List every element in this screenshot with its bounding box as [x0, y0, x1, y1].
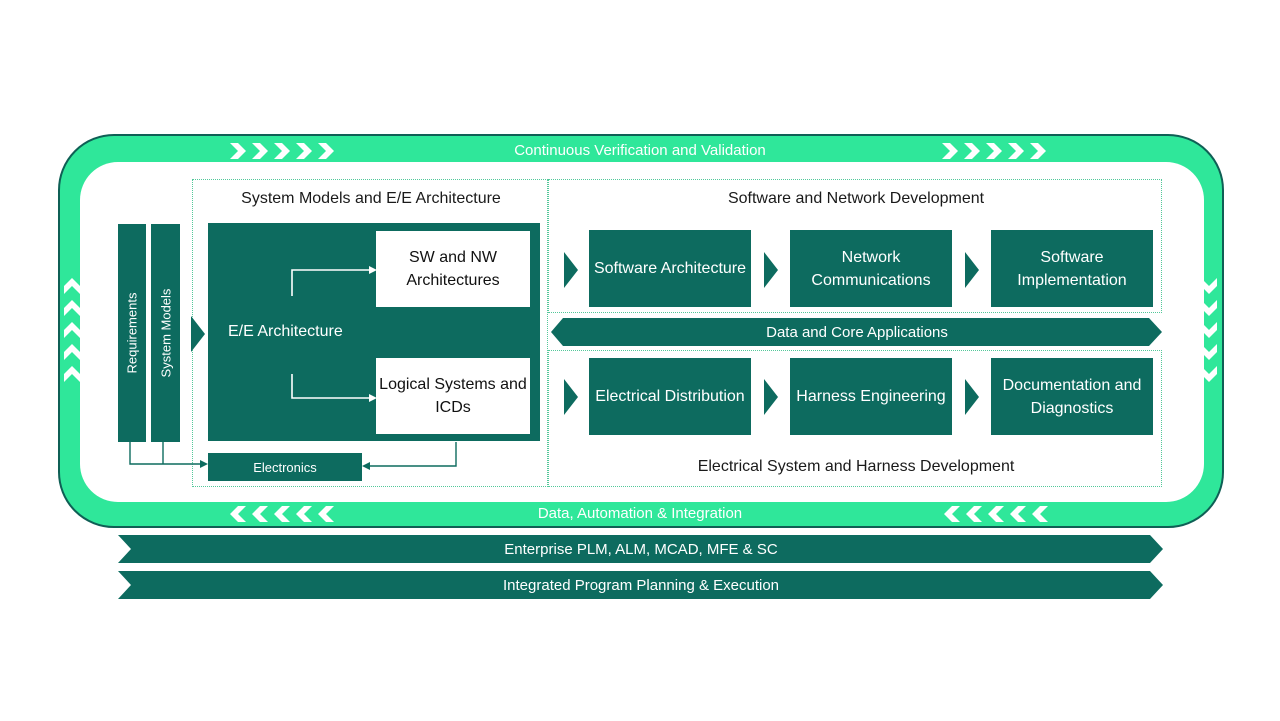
arrow-right-icon	[564, 379, 578, 415]
chevrons-top-left-icon	[230, 143, 334, 159]
network-communications-label: Network Communications	[811, 248, 931, 289]
program-bar-shape	[118, 571, 1163, 599]
band-top-label: Continuous Verification and Validation	[514, 142, 766, 159]
ee-connector-arrows-icon	[291, 266, 377, 402]
arrow-right-icon	[191, 316, 205, 352]
section-electrical-harness-box	[548, 350, 1162, 487]
ee-architecture-label: E/E Architecture	[228, 323, 343, 340]
arrow-right-icon	[564, 252, 578, 288]
software-implementation-label: Software Implementation	[1017, 248, 1127, 289]
sw-nw-architectures-box: SW and NW Architectures	[376, 231, 530, 307]
software-architecture-label: Software Architecture	[593, 260, 747, 277]
chevrons-right-side-icon	[1201, 278, 1217, 382]
chevrons-bottom-left-icon	[230, 506, 334, 522]
software-implementation-box: Software Implementation	[991, 230, 1153, 307]
band-bottom-label: Data, Automation & Integration	[537, 505, 743, 522]
network-communications-box: Network Communications	[790, 230, 952, 307]
electrical-distribution-label: Electrical Distribution	[595, 388, 745, 405]
documentation-diagnostics-label: Documentation and Diagnostics	[1002, 376, 1142, 417]
chevrons-bottom-right-icon	[944, 506, 1048, 522]
logical-systems-box: Logical Systems and ICDs	[376, 358, 530, 434]
arrow-right-icon	[764, 379, 778, 415]
system-models-label: System Models	[158, 288, 173, 378]
electronics-block: Electronics	[208, 453, 362, 481]
arrow-right-icon	[965, 379, 979, 415]
requirements-column: Requirements	[118, 224, 146, 442]
sw-nw-architectures-label: SW and NW Architectures	[406, 249, 500, 289]
electronics-connector-lines-icon	[129, 442, 457, 470]
section-software-network-box	[548, 179, 1162, 313]
requirements-label: Requirements	[124, 292, 140, 374]
arrow-right-icon	[965, 252, 979, 288]
harness-engineering-box: Harness Engineering	[790, 358, 952, 435]
section-title-system-models: System Models and E/E Architecture	[241, 190, 501, 207]
enterprise-bar-shape	[118, 535, 1163, 563]
chevrons-top-right-icon	[942, 143, 1046, 159]
system-models-column: System Models	[151, 224, 180, 442]
enterprise-plm-label: Enterprise PLM, ALM, MCAD, MFE & SC	[504, 540, 778, 558]
electronics-label: Electronics	[253, 459, 317, 475]
arrow-right-icon	[764, 252, 778, 288]
chevrons-left-side-icon	[64, 278, 80, 382]
core-bar-shape	[551, 318, 1162, 346]
software-architecture-box: Software Architecture	[589, 230, 751, 307]
program-planning-label: Integrated Program Planning & Execution	[503, 576, 779, 594]
logical-systems-label: Logical Systems and ICDs	[379, 376, 527, 416]
harness-engineering-label: Harness Engineering	[796, 388, 946, 405]
section-title-electrical-harness: Electrical System and Harness Developmen…	[697, 458, 1015, 475]
section-title-software-network: Software and Network Development	[727, 190, 985, 207]
data-core-applications-label: Data and Core Applications	[766, 323, 948, 341]
documentation-diagnostics-box: Documentation and Diagnostics	[991, 358, 1153, 435]
electrical-distribution-box: Electrical Distribution	[589, 358, 751, 435]
